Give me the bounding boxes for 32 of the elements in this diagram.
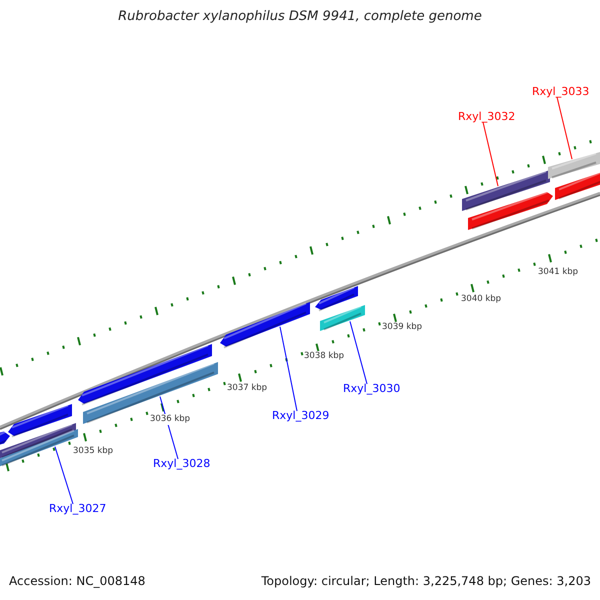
gene-block — [78, 344, 212, 406]
gene-bar — [462, 170, 550, 211]
gene-label: Rxyl_3029 — [272, 409, 330, 423]
gene-label: Rxyl_3030 — [343, 382, 400, 396]
chart-title: Rubrobacter xylanophilus DSM 9941, complete genome — [117, 10, 483, 24]
gene-label: Rxyl_3033 — [532, 85, 590, 99]
gene-label: Rxyl_3032 — [458, 110, 516, 124]
scale-label: 3038 kbp — [304, 351, 344, 362]
scale-label: 3036 kbp — [150, 414, 190, 425]
scale-label: 3037 kbp — [227, 383, 268, 394]
leader-line — [556, 96, 572, 160]
gene-bar — [548, 152, 600, 179]
gene-block — [468, 190, 553, 230]
scale-label: 3039 kbp — [382, 322, 422, 333]
gene-block — [220, 302, 310, 348]
leader-line — [482, 122, 498, 187]
leader-line — [280, 326, 298, 412]
leader-line — [350, 320, 368, 384]
footer-text: Topology: circular; Length: 3,225,748 bp; Genes: 3,203 — [261, 574, 591, 588]
gene-bar — [83, 362, 218, 424]
gene-bar — [555, 171, 600, 200]
gene-bar — [320, 305, 365, 331]
scale-label: 3040 kbp — [461, 294, 502, 305]
scale-label: 3041 kbp — [538, 267, 578, 278]
gene-label: Rxyl_3028 — [153, 457, 210, 471]
gene-block — [8, 404, 72, 438]
gene-label: Rxyl_3027 — [49, 502, 106, 516]
scale-label: 3035 kbp — [73, 446, 114, 457]
gene-block — [0, 430, 10, 446]
footer-text: Accession: NC_008148 — [9, 574, 146, 588]
leader-line — [54, 446, 74, 504]
gene-block — [315, 286, 358, 312]
